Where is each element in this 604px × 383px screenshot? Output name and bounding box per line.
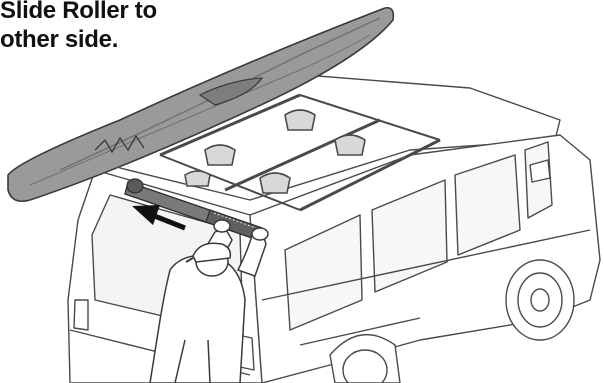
instruction-line-2: other side. bbox=[0, 25, 157, 54]
instruction-line-1: Slide Roller to bbox=[0, 0, 157, 25]
instruction-caption: Slide Roller to other side. bbox=[0, 0, 157, 54]
